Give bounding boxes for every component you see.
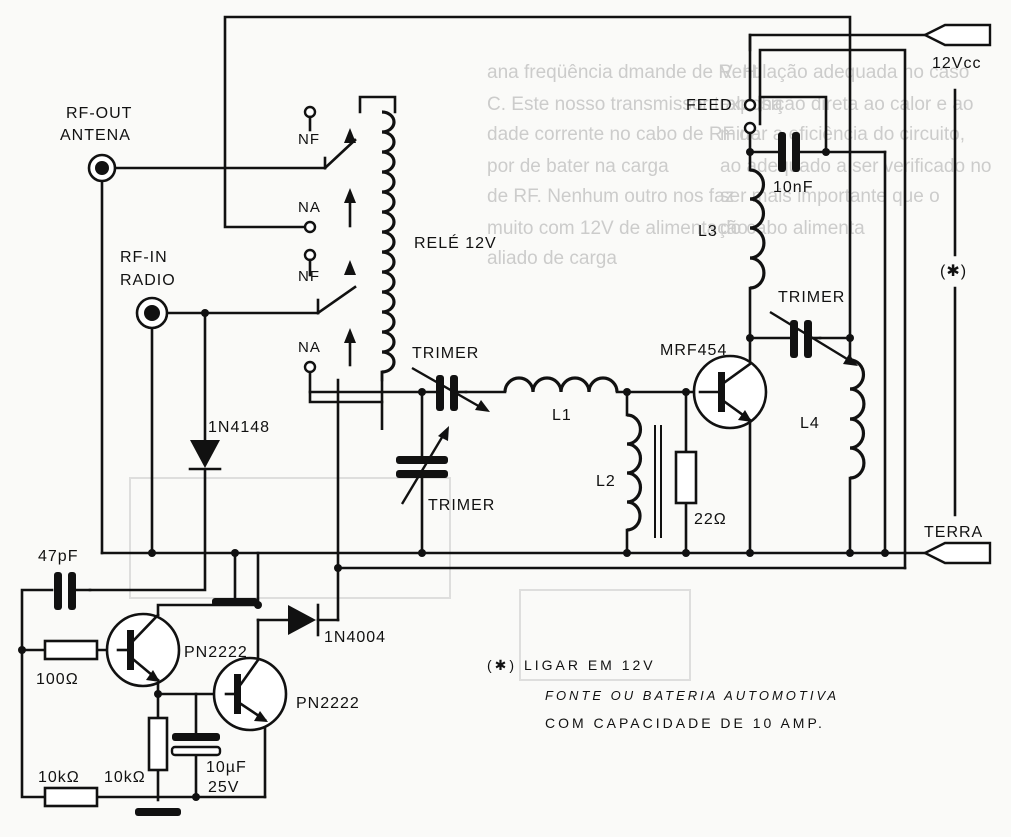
resistor-10k-a — [43, 786, 99, 808]
bleed-text: exposição direta ao calor e ao — [720, 94, 974, 115]
vcc-label: 12Vcc — [932, 55, 981, 72]
c47pf-label: 47pF — [38, 548, 78, 565]
star-label: (✱) — [940, 263, 967, 280]
na-label: NA — [298, 199, 321, 216]
note-line: COM CAPACIDADE DE 10 AMP. — [545, 715, 825, 731]
mrf454-label: MRF454 — [660, 342, 727, 359]
rf-out-label: RF-OUT — [66, 105, 132, 122]
c10uf-label: 10µF — [206, 759, 247, 776]
bleed-text: Ventilação adequada no caso — [720, 62, 969, 83]
l3-label: L3 — [698, 223, 718, 240]
terra-terminal — [922, 541, 992, 565]
transistor-mrf454 — [692, 354, 768, 430]
bleed-text: minar a eficiência do circuito, — [720, 124, 965, 145]
resistor-100-ohm — [43, 639, 99, 661]
capacitor-10uf — [170, 733, 222, 757]
note-line: (✱) LIGAR EM 12V — [487, 657, 656, 673]
inductor-l2 — [626, 413, 662, 538]
bleed-text: de RF. Nenhum outro nos faz — [487, 186, 734, 207]
bleed-text: por de bater na carga — [487, 156, 669, 177]
r10k-label: 10kΩ — [38, 769, 80, 786]
radio-label: RADIO — [120, 272, 176, 289]
diode-1n4004 — [288, 603, 320, 637]
trimer-label: TRIMER — [778, 289, 845, 306]
l1-label: L1 — [552, 407, 572, 424]
d1n4148-label: 1N4148 — [208, 419, 270, 436]
bleed-text: dade corrente no cabo de RF de — [487, 124, 761, 145]
r100-label: 100Ω — [36, 671, 79, 688]
bleed-text: ser mais importante que o — [720, 186, 940, 207]
bleed-text: ana freqüência dmande de R. H. — [487, 62, 762, 83]
r10k-label: 10kΩ — [104, 769, 146, 786]
ground-bar — [212, 598, 258, 606]
feed-terminals — [743, 98, 757, 135]
bleed-text: C. Este nosso transmissor trabalha — [487, 94, 783, 115]
trimer-top — [411, 366, 490, 412]
rf-in-label: RF-IN — [120, 249, 168, 266]
rele-label: RELÉ 12V — [414, 233, 497, 252]
nf-label: NF — [298, 268, 320, 285]
trimer-label: TRIMER — [428, 497, 495, 514]
inductor-l3 — [749, 168, 766, 290]
rf-out-connector — [87, 153, 117, 183]
trimer-label: TRIMER — [412, 345, 479, 362]
capacitor-47pf — [54, 572, 92, 610]
trimer-bottom — [396, 426, 449, 505]
c10uf-voltage-label: 25V — [208, 779, 239, 796]
resistor-22-label: 22Ω — [694, 511, 727, 528]
note-line: FONTE OU BATERIA AUTOMOTIVA — [545, 688, 839, 703]
rf-in-connector — [135, 296, 169, 330]
resistor-22-ohm — [674, 450, 698, 505]
inductor-l4 — [849, 358, 866, 480]
pn2222-label: PN2222 — [184, 644, 248, 661]
inductor-l1 — [503, 376, 619, 393]
resistor-10k-b — [147, 716, 169, 772]
bleed-text: do cabo alimenta — [720, 218, 865, 239]
ground-bar — [135, 808, 181, 816]
vcc-terminal — [922, 23, 992, 47]
na-label: NA — [298, 339, 321, 356]
c10nf-label: 10nF — [773, 179, 813, 196]
pn2222-label: PN2222 — [296, 695, 360, 712]
bleed-text: aliado de carga — [487, 248, 617, 269]
nf-label: NF — [298, 131, 320, 148]
junction-dots — [18, 148, 889, 801]
feed-label: FEED — [686, 97, 733, 114]
d1n4004-label: 1N4004 — [324, 629, 386, 646]
terra-label: TERRA — [924, 524, 983, 541]
supply-note: (✱) LIGAR EM 12V FONTE OU BATERIA AUTOMO… — [487, 657, 839, 731]
capacitor-10nf — [778, 132, 800, 172]
l4-label: L4 — [800, 415, 820, 432]
antena-label: ANTENA — [60, 127, 131, 144]
bleed-through-text: ana freqüência dmande de R. H. C. Este n… — [129, 62, 991, 681]
transistor-pn2222-b — [212, 656, 288, 732]
wiring — [20, 15, 957, 802]
relay — [303, 105, 396, 382]
l2-label: L2 — [596, 473, 616, 490]
component-labels: RF-OUT ANTENA RF-IN RADIO NF NA NF NA RE… — [36, 55, 983, 796]
transistor-pn2222-a — [105, 612, 181, 688]
diode-1n4148 — [188, 440, 222, 471]
bleed-text: ao adequado a ser verificado no — [720, 156, 991, 177]
bleed-text: muito com 12V de alimentação — [487, 218, 748, 239]
